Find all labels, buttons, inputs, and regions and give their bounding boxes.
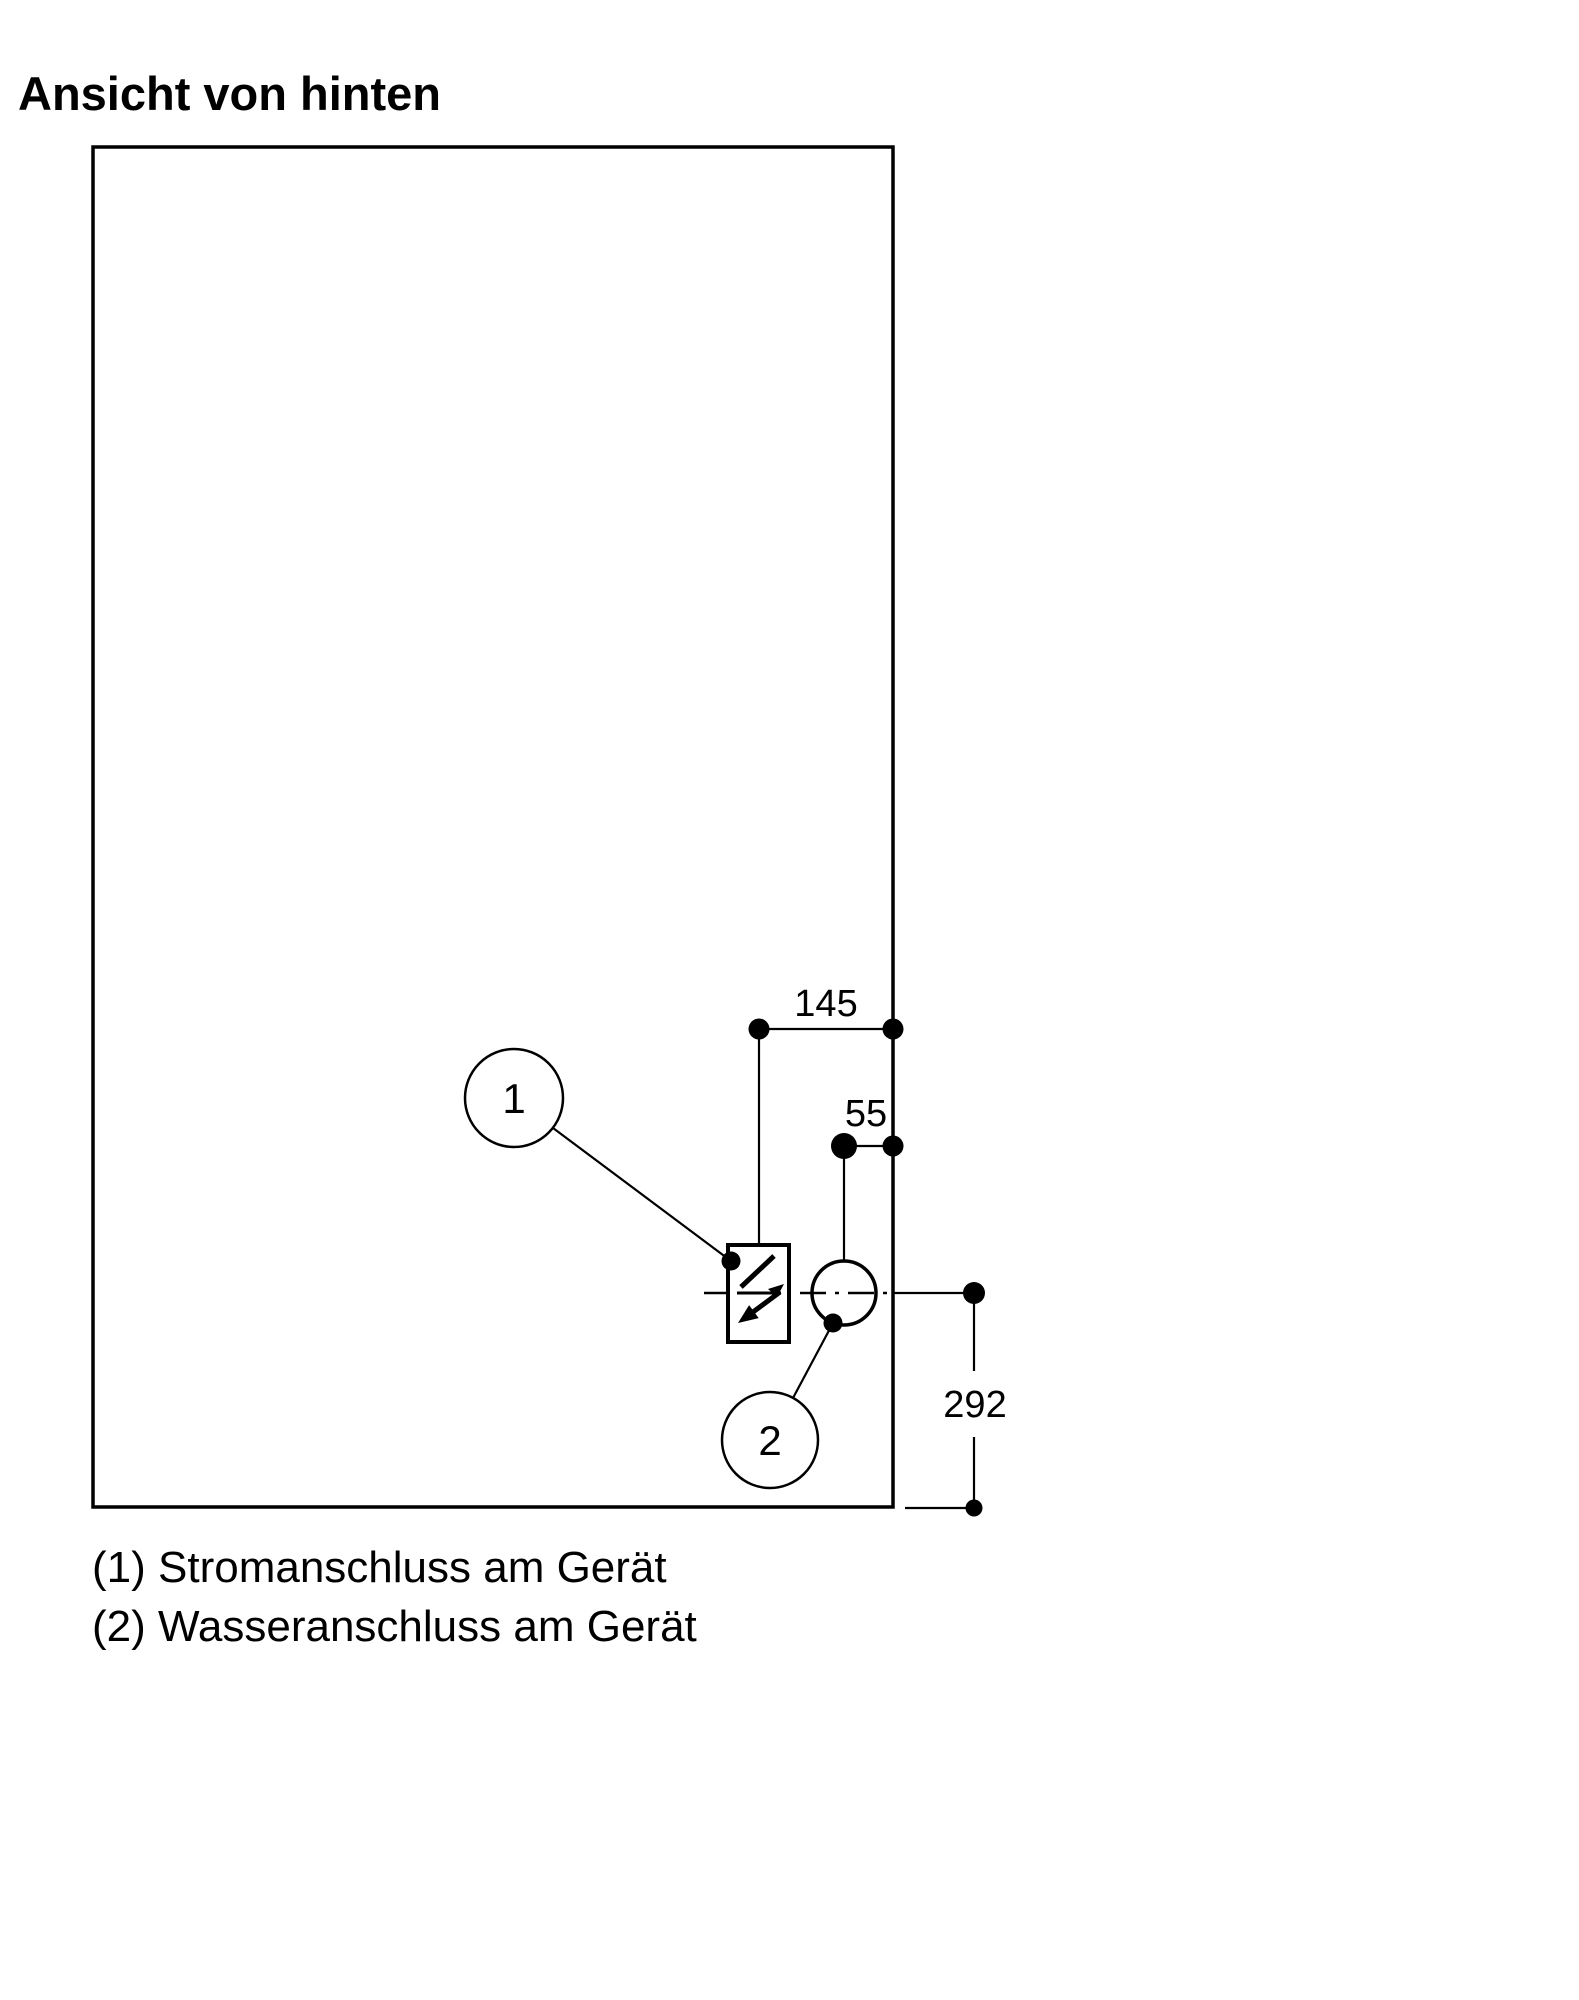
dimension-145-right-dot	[882, 1018, 904, 1040]
callout-2-anchor-dot	[823, 1313, 843, 1333]
dimension-145-label: 145	[794, 983, 857, 1025]
dimension-55-label: 55	[845, 1093, 887, 1135]
callout-1-leader-line	[552, 1127, 732, 1262]
callout-1: 1	[463, 1047, 741, 1271]
dimension-55-left-dot	[831, 1133, 857, 1159]
dimension-55-right-dot	[882, 1135, 904, 1157]
dimension-292-top-dot	[963, 1282, 985, 1304]
callout-1-number: 1	[502, 1075, 525, 1122]
dimension-145: 145	[748, 983, 904, 1244]
dimension-292-label: 292	[943, 1384, 1006, 1426]
callout-2-balloon	[720, 1390, 820, 1490]
page-title: Ansicht von hinten	[18, 67, 441, 120]
callout-2-leader-line	[792, 1322, 834, 1399]
dimension-55: 55	[831, 1093, 904, 1260]
legend-item-electrical: (1) Stromanschluss am Gerät	[92, 1543, 667, 1592]
water-connection-circle	[810, 1259, 878, 1327]
callout-2-number: 2	[758, 1417, 781, 1464]
callout-1-balloon	[463, 1047, 565, 1149]
legend: (1) Stromanschluss am Gerät (2) Wasseran…	[92, 1538, 697, 1656]
callout-1-anchor-dot	[721, 1251, 741, 1271]
appliance-outline	[91, 145, 895, 1509]
dimension-292: 292	[893, 1282, 1007, 1517]
callout-2: 2	[720, 1313, 843, 1490]
dimension-292-bottom-dot	[965, 1499, 983, 1517]
lightning-arrow-icon	[737, 1254, 784, 1323]
dimension-145-left-dot	[748, 1018, 770, 1040]
electrical-connection-symbol	[726, 1243, 791, 1344]
legend-item-water: (2) Wasseranschluss am Gerät	[92, 1602, 697, 1651]
